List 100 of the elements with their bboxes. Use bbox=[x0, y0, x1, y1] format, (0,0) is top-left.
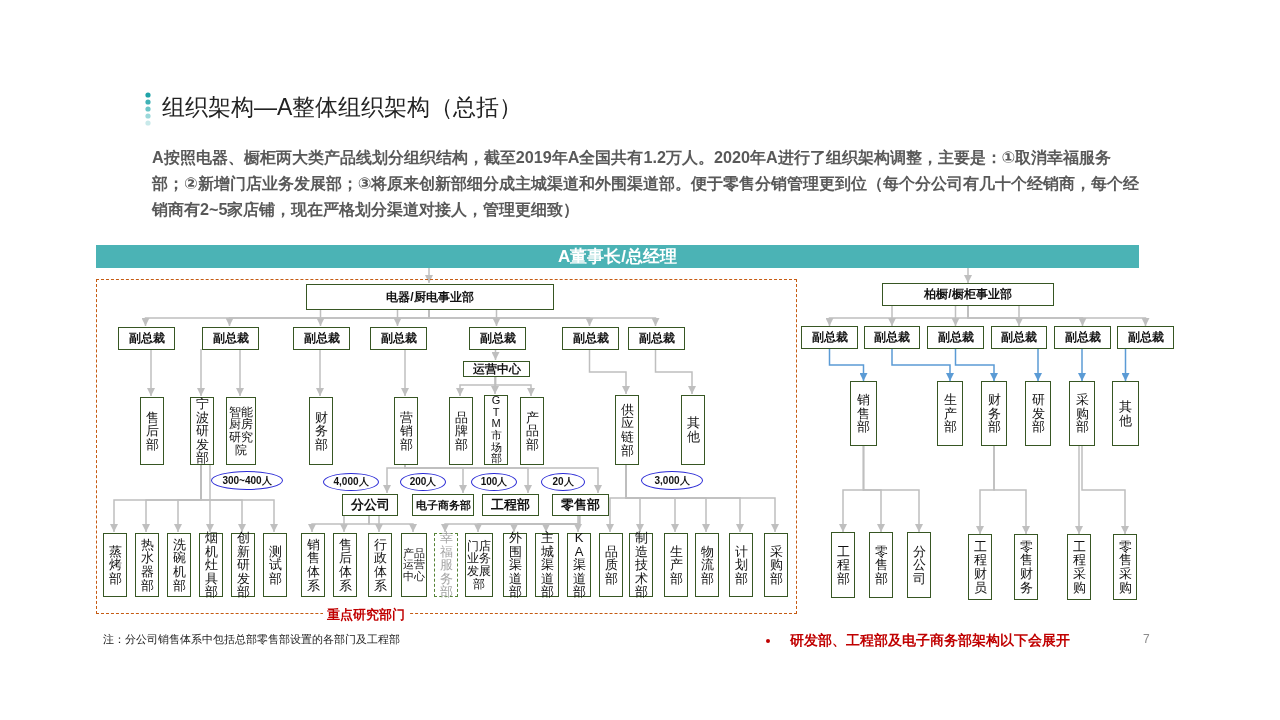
department-box: 工程部 bbox=[482, 494, 539, 516]
connector-arrow bbox=[340, 514, 348, 533]
department-box: 产品运营中心 bbox=[401, 533, 427, 597]
vp-box: 副总裁 bbox=[118, 327, 175, 350]
department-box: 外围渠道部 bbox=[503, 533, 527, 597]
division-box: 电器/厨电事业部 bbox=[306, 284, 554, 310]
vp-box: 副总裁 bbox=[1117, 326, 1174, 349]
connector-arrow bbox=[967, 305, 1150, 327]
connector-arrow bbox=[862, 445, 923, 533]
department-box: 主城渠道部 bbox=[535, 533, 559, 597]
headcount-ellipse: 100人 bbox=[471, 473, 517, 491]
department-box: 产品部 bbox=[520, 397, 544, 465]
headcount-ellipse: 300~400人 bbox=[211, 471, 283, 490]
connector-arrow bbox=[1034, 348, 1042, 382]
vp-box: 副总裁 bbox=[864, 326, 920, 349]
vp-box: 副总裁 bbox=[991, 326, 1047, 349]
department-box: 销售体系 bbox=[301, 533, 325, 597]
connector-arrow bbox=[588, 348, 630, 395]
department-box: 零售采购 bbox=[1113, 534, 1137, 600]
vp-box: 副总裁 bbox=[370, 327, 427, 350]
footnote: 注：分公司销售体系中包括总部零售部设置的各部门及工程部 bbox=[103, 633, 400, 647]
connector-arrow bbox=[401, 348, 409, 397]
vp-box: 副总裁 bbox=[469, 327, 526, 350]
header-bar: A董事长/总经理 bbox=[96, 245, 1139, 268]
connector-arrow bbox=[542, 514, 581, 533]
connector-arrow bbox=[888, 305, 896, 327]
connector-arrow bbox=[954, 348, 998, 382]
department-box: KA渠道部 bbox=[567, 533, 591, 597]
headcount-ellipse: 200人 bbox=[400, 473, 446, 491]
department-box: 工程财员 bbox=[968, 534, 992, 600]
dashed-department-box: 幸福服务部 bbox=[434, 533, 458, 597]
connector-arrow bbox=[494, 375, 535, 397]
department-box: 行政体系 bbox=[368, 533, 392, 597]
connector-arrow bbox=[1078, 348, 1086, 382]
connector-arrow bbox=[492, 308, 501, 327]
department-box: 计划部 bbox=[729, 533, 753, 597]
department-box: GTM市场部 bbox=[484, 395, 508, 465]
connector-arrow bbox=[491, 348, 500, 361]
department-box: 零售部 bbox=[869, 532, 893, 598]
connector-arrow bbox=[368, 514, 417, 533]
connector-arrow bbox=[206, 463, 214, 533]
bullet-note: 研发部、工程部及电子商务部架构以下会展开 bbox=[790, 632, 1070, 650]
department-box: 制造技术部 bbox=[629, 533, 653, 597]
department-box: 零售财务 bbox=[1014, 534, 1038, 600]
headcount-ellipse: 3,000人 bbox=[641, 471, 703, 490]
department-box: 分公司 bbox=[342, 494, 398, 516]
connector-arrow bbox=[375, 514, 383, 533]
headcount-ellipse: 20人 bbox=[541, 473, 585, 491]
department-box: 售后体系 bbox=[333, 533, 357, 597]
connector-arrow bbox=[654, 348, 696, 395]
connector-arrow bbox=[316, 348, 324, 397]
connector-arrow bbox=[425, 267, 433, 284]
department-box: 工程采购 bbox=[1067, 534, 1091, 600]
department-box: 热水器部 bbox=[135, 533, 159, 597]
department-box: 品质部 bbox=[599, 533, 623, 597]
department-box: 销售部 bbox=[850, 381, 877, 446]
intro-paragraph: A按照电器、橱柜两大类产品线划分组织结构，截至2019年A全国共有1.2万人。2020年A进行了组织架构调整，主要是：①取消幸福服务部；②新增门店业务发展部；③将原来创新部细分成主城渠道和外围渠道部。便于零售分销管理更到位（每个分公司有几十个经销商，每个经销商有2~5家店铺，现在严格划分渠道对接人，管理更细致） bbox=[152, 147, 1141, 220]
department-box: 其他 bbox=[681, 395, 705, 465]
department-box: 物流部 bbox=[695, 533, 719, 597]
connector-arrow bbox=[197, 348, 205, 397]
department-box: 财务部 bbox=[309, 397, 333, 465]
department-box: 生产部 bbox=[664, 533, 688, 597]
vp-box: 副总裁 bbox=[927, 326, 984, 349]
connector-arrow bbox=[964, 267, 972, 284]
connector-arrow bbox=[1075, 445, 1083, 535]
connector-arrow bbox=[574, 514, 582, 533]
connector-arrow bbox=[1015, 305, 1023, 327]
department-box: 测试部 bbox=[263, 533, 287, 597]
department-box: 工程部 bbox=[831, 532, 855, 598]
page-number: 7 bbox=[1143, 632, 1150, 646]
department-box: 智能厨房研究院 bbox=[226, 397, 256, 465]
department-box: 宁波研发部 bbox=[190, 397, 214, 465]
department-box: 营销部 bbox=[394, 397, 418, 465]
center-box: 运营中心 bbox=[463, 361, 530, 377]
department-box: 售后部 bbox=[140, 397, 164, 465]
connector-arrow bbox=[1081, 445, 1129, 535]
connector-arrow bbox=[993, 445, 1030, 535]
connector-arrow bbox=[236, 348, 244, 397]
department-box: 电子商务部 bbox=[412, 494, 474, 516]
department-box: 财务部 bbox=[981, 381, 1007, 446]
connector-arrow bbox=[891, 348, 954, 382]
department-box: 采购部 bbox=[764, 533, 788, 597]
vp-box: 副总裁 bbox=[293, 327, 350, 350]
connector-arrow bbox=[316, 308, 325, 327]
connector-arrow bbox=[491, 375, 499, 395]
department-box: 创新研发部 bbox=[231, 533, 255, 597]
vp-box: 副总裁 bbox=[1054, 326, 1111, 349]
slide-title: 组织架构—A整体组织架构（总括） bbox=[162, 93, 523, 122]
department-box: 研发部 bbox=[1025, 381, 1051, 446]
department-box: 其他 bbox=[1112, 381, 1139, 446]
department-box: 烟机灶具部 bbox=[199, 533, 223, 597]
department-box: 品牌部 bbox=[449, 397, 473, 465]
division-box: 柏橱/橱柜事业部 bbox=[882, 283, 1054, 306]
department-box: 零售部 bbox=[552, 494, 609, 516]
department-box: 门店业务发展部 bbox=[465, 533, 493, 597]
department-box: 供应链部 bbox=[615, 395, 639, 465]
vp-box: 副总裁 bbox=[801, 326, 858, 349]
headcount-ellipse: 4,000人 bbox=[323, 473, 379, 491]
vp-box: 副总裁 bbox=[562, 327, 619, 350]
department-box: 采购部 bbox=[1069, 381, 1095, 446]
